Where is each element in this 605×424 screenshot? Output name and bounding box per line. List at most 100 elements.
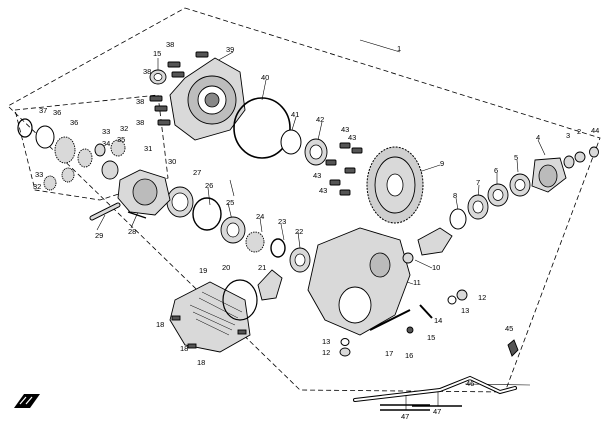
cover-bolts [149, 51, 209, 126]
label-12a: 12 [478, 293, 486, 302]
assembly-boundary [7, 7, 601, 393]
label-1: 1 [397, 44, 401, 53]
label-46: 46 [466, 379, 474, 388]
washer-3-part [563, 155, 575, 169]
label-33b: 33 [35, 170, 43, 179]
label-18b: 18 [180, 344, 188, 353]
label-31: 31 [144, 144, 152, 153]
label-43d: 43 [319, 186, 327, 195]
label-4: 4 [536, 133, 540, 142]
bearing-42-part [304, 138, 328, 166]
label-15b: 15 [427, 333, 435, 342]
plug-10b-part [402, 252, 414, 264]
rear-cover-part [169, 57, 246, 141]
label-21: 21 [258, 263, 266, 272]
label-7: 7 [476, 178, 480, 187]
pin-14-part [419, 304, 433, 319]
plug-12b-part [339, 347, 351, 357]
housing-11-part [307, 227, 411, 336]
label-41: 41 [291, 110, 299, 119]
o-ring-40-part [233, 97, 291, 159]
label-12b: 12 [322, 348, 330, 357]
plug-12a-part [456, 289, 468, 301]
label-18c: 18 [197, 358, 205, 367]
diff-case-30-part [117, 169, 171, 216]
gasket-20-part [222, 279, 258, 321]
label-19: 19 [199, 266, 207, 275]
washer-13a-part [447, 295, 457, 305]
seal-27-part [166, 186, 194, 218]
gear-31-part [101, 160, 119, 180]
label-28: 28 [128, 227, 136, 236]
label-36a: 36 [53, 108, 61, 117]
brand-logo-icon [14, 394, 40, 408]
label-43b: 43 [348, 133, 356, 142]
label-14: 14 [434, 316, 442, 325]
label-34: 34 [102, 139, 110, 148]
cap-16-part [406, 326, 414, 334]
label-10: 10 [432, 263, 440, 272]
shim-41-part [280, 129, 302, 155]
side-gear-set [17, 118, 126, 191]
label-33a: 33 [102, 127, 110, 136]
label-26: 26 [205, 181, 213, 190]
label-16: 16 [405, 351, 413, 360]
label-30: 30 [168, 157, 176, 166]
leader-lines [96, 39, 546, 410]
yoke-flange-4-part [531, 157, 567, 193]
front-cover-19-part [169, 281, 251, 353]
label-8: 8 [453, 191, 457, 200]
label-29: 29 [95, 231, 103, 240]
label-43c: 43 [313, 171, 321, 180]
label-44: 44 [591, 126, 599, 135]
bracket-21-part [257, 269, 283, 301]
label-45: 45 [505, 324, 513, 333]
label-18a: 18 [156, 320, 164, 329]
label-17: 17 [385, 349, 393, 358]
label-42: 42 [316, 115, 324, 124]
breather-45-part [507, 339, 519, 357]
label-32b: 32 [33, 182, 41, 191]
washer-13b-part [340, 338, 350, 346]
rod-17-part [369, 309, 411, 331]
shaft-29-inner [90, 203, 120, 220]
o-ring-26-part [192, 197, 222, 231]
label-40: 40 [261, 73, 269, 82]
label-11: 11 [413, 278, 421, 287]
label-25: 25 [226, 198, 234, 207]
label-38c: 38 [136, 97, 144, 106]
breather-pipe-46-inner [354, 376, 516, 401]
label-5: 5 [514, 153, 518, 162]
label-35: 35 [117, 135, 125, 144]
ring-gear-9-part [366, 146, 424, 224]
shim-8-part [449, 208, 467, 230]
label-20: 20 [222, 263, 230, 272]
label-2: 2 [577, 127, 581, 136]
label-23: 23 [278, 217, 286, 226]
pin-28-part [127, 211, 147, 219]
label-37: 37 [39, 106, 47, 115]
seal-5-part [509, 173, 531, 197]
sub-assembly-boundary [14, 94, 169, 201]
label-24: 24 [256, 212, 264, 221]
ring-gear-bolts-43 [325, 142, 363, 196]
gear-24-part [245, 231, 265, 253]
bearing-25-part [220, 216, 246, 244]
seal-15-part [149, 69, 167, 85]
part-number-labels: 1 2 3 4 5 6 7 8 9 10 11 12 12 13 13 14 1… [33, 40, 599, 421]
label-43a: 43 [341, 125, 349, 134]
label-9: 9 [440, 159, 444, 168]
nut-44-part [589, 146, 599, 158]
label-15a: 15 [153, 49, 161, 58]
label-47a: 47 [401, 412, 409, 421]
label-32a: 32 [120, 124, 128, 133]
label-13b: 13 [322, 337, 330, 346]
label-22: 22 [295, 227, 303, 236]
bearing-22-part [289, 247, 311, 273]
bearing-7-part [467, 194, 489, 220]
label-38d: 38 [136, 118, 144, 127]
label-6: 6 [494, 166, 498, 175]
label-13a: 13 [461, 306, 469, 315]
label-3: 3 [566, 131, 570, 140]
